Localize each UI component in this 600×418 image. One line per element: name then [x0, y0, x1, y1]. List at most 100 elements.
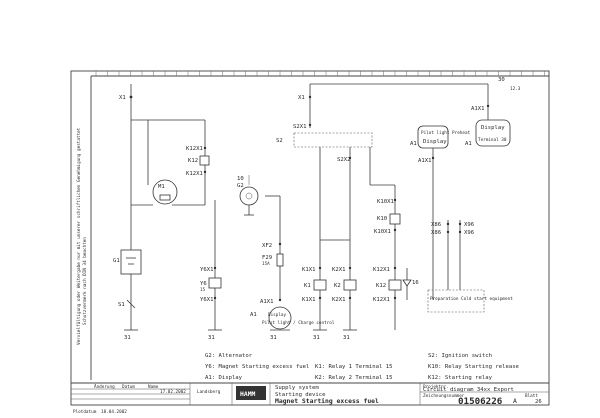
- k12x1-2-label: K12X1: [186, 171, 203, 177]
- rev-col-2: Datum: [122, 384, 135, 390]
- sheet-ruler: [95, 71, 545, 76]
- sheet-label: Blatt: [525, 393, 538, 399]
- drawing-number: 01506226: [458, 396, 503, 407]
- g2-label: G2: [237, 183, 244, 189]
- rev-col-1: Änderung: [94, 383, 115, 390]
- k10-label: K10: [377, 216, 387, 222]
- sheet-frame: [70, 70, 550, 406]
- k10x1-top-label: K10X1: [377, 199, 394, 205]
- display-a1-left: [268, 306, 292, 330]
- k2x1-bot-label: K2X1: [332, 297, 345, 303]
- starter-motor-m1: [152, 179, 178, 205]
- k10x1-bot-label: K10X1: [374, 229, 391, 235]
- index-label: A: [513, 397, 517, 405]
- a1x1-mid-label: A1X1: [418, 158, 431, 164]
- k1x1-bot-label: K1X1: [302, 297, 315, 303]
- drawing-no-label: Zeichnungsnummer: [423, 393, 465, 399]
- ground-5-label: 31: [343, 335, 350, 341]
- k1x1-top-label: K1X1: [302, 267, 315, 273]
- y6x1-top-label: Y6X1: [200, 267, 213, 273]
- k12-contact: [199, 155, 210, 166]
- legend-k1: K1: Relay 1 Terminal 15: [315, 364, 392, 370]
- g1-label: G1: [113, 258, 120, 264]
- f29-value-label: 15A: [262, 261, 270, 267]
- brand-label: HAMM: [240, 390, 256, 398]
- ground-2-label: 31: [208, 335, 215, 341]
- legend-y6: Y6: Magnet Starting excess fuel: [205, 364, 309, 370]
- a1-right-caption: Terminal 30: [478, 137, 507, 143]
- relay-k1: [313, 279, 327, 291]
- ref-right-label: 12.3: [510, 86, 521, 92]
- top-wire-label: 30: [498, 77, 505, 83]
- legend-g2: G2: Alternator: [205, 353, 253, 359]
- a1-left-label: A1: [250, 312, 257, 318]
- y6-label: Y6: [200, 281, 207, 287]
- x1-left-label: X1: [119, 95, 126, 101]
- legend-k12: K12: Starting relay: [428, 375, 493, 381]
- a1-right-label: A1: [465, 141, 472, 147]
- k1-label: K1: [304, 283, 311, 289]
- alternator-g2: [239, 186, 259, 206]
- legend-k10: K10: Relay Starting release: [428, 364, 520, 370]
- a1-mid-label: A1: [410, 141, 417, 147]
- sheet-number: 26: [535, 399, 542, 405]
- ground-1-label: 31: [124, 335, 131, 341]
- a1x1-left-label: A1X1: [260, 299, 273, 305]
- ignition-switch-s2: [293, 132, 373, 148]
- starter-circuit: X1 K12X1 K12 K12X1 M1 G1 S1 31: [113, 84, 210, 341]
- a1-left-display-label: Display: [268, 312, 287, 318]
- diode-16: [402, 279, 412, 287]
- s2x1-label: S2X1: [293, 124, 306, 130]
- diagram-title: Circuit diagram 34xx Export: [423, 387, 514, 393]
- a1-right-display-label: Display: [481, 125, 505, 131]
- diode-no-label: 16: [412, 280, 419, 286]
- ground-3-label: 31: [270, 335, 277, 341]
- side-protection-text: Schutzvermerk nach DIN 34 beachten: [82, 237, 88, 325]
- legend-s2: S2: Ignition switch: [428, 353, 492, 359]
- relay-k12-circuit: K12X1 K12 K12X1 16: [373, 266, 419, 303]
- relay-k1-circuit: K1X1 K1 K1X1 31: [302, 240, 327, 341]
- f29-label: F29: [262, 255, 272, 261]
- ignition-circuit: X1 S2X1 S2 S2X2 K10X1 K10 K10X1: [276, 83, 488, 330]
- display-circuit: Pilot light Preheat Display A1 A1X1 Disp…: [410, 77, 521, 313]
- a1-mid-display-label: Display: [423, 139, 447, 145]
- s2x2-label: S2X2: [337, 157, 350, 163]
- project-label: Projektnr.: [423, 384, 449, 390]
- k2-label: K2: [334, 283, 341, 289]
- x86-1-label: X86: [431, 222, 441, 228]
- preheat-equipment-box: [427, 289, 485, 313]
- k2x1-top-label: K2X1: [332, 267, 345, 273]
- hamm-logo: [236, 386, 266, 400]
- plot-label: Plotdatum: [73, 409, 97, 415]
- s2-label: S2: [276, 138, 283, 144]
- x96-1-label: X96: [464, 222, 474, 228]
- rev-col-3: Name: [148, 384, 159, 390]
- k12x1-right-top-label: K12X1: [373, 267, 390, 273]
- relay-k2-circuit: K2X1 K2 K2X1 31: [332, 240, 357, 341]
- date-label: 17.02.2002: [160, 389, 186, 395]
- display-a1-right: [475, 119, 511, 147]
- alternator-circuit: 10 G2: [237, 175, 281, 300]
- x1-mid-label: X1: [298, 95, 305, 101]
- relay-k2: [343, 279, 357, 291]
- s1-label: S1: [118, 302, 125, 308]
- a1x1-right-label: A1X1: [471, 106, 484, 112]
- a1-mid-caption: Pilot light Preheat: [421, 130, 471, 136]
- k12-right-label: K12: [376, 283, 386, 289]
- title-line-3: Magnet Starting excess fuel: [275, 397, 379, 405]
- k12x1-right-bot-label: K12X1: [373, 297, 390, 303]
- office-label: Landsberg: [197, 389, 221, 395]
- x96-2-label: X96: [464, 230, 474, 236]
- g2-no-label: 10: [237, 176, 244, 182]
- title-line-1: Supply system: [275, 385, 319, 391]
- side-copyright-text: Vervielfältigung oder Weitergabe nur mit…: [76, 127, 82, 345]
- xf2-label: XF2: [262, 243, 272, 249]
- fuse-f29: [276, 253, 284, 267]
- ground-4-label: 31: [313, 335, 320, 341]
- component-legend: G2: Alternator Y6: Magnet Starting exces…: [205, 353, 520, 381]
- a1-left-caption: Pilot light / Charge control: [262, 320, 335, 326]
- legend-k2: K2: Relay 2 Terminal 15: [315, 375, 392, 381]
- battery-g1: [120, 249, 142, 275]
